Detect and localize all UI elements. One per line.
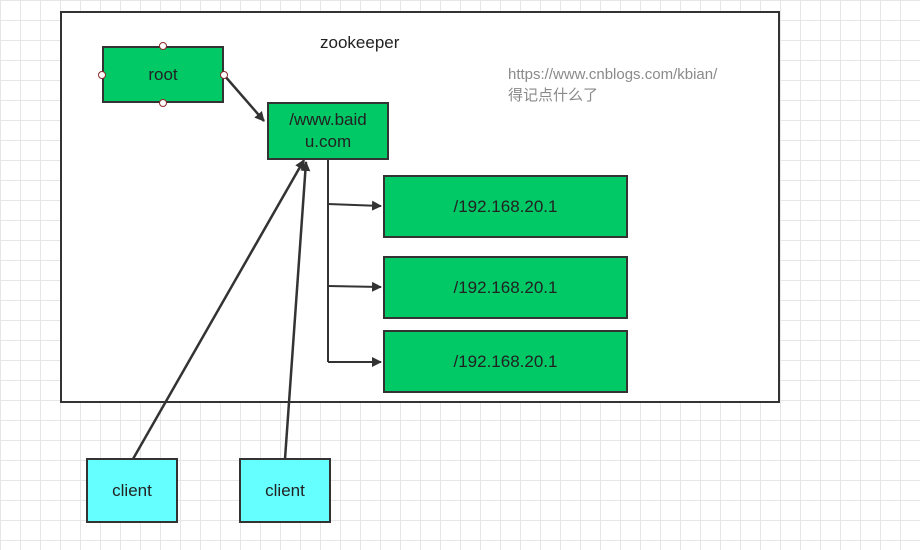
domain-node-label-line1: /www.baid [289, 110, 367, 129]
diagram-title: zookeeper [320, 33, 400, 52]
edge-domain-to-server2 [327, 281, 382, 292]
client-node-2[interactable]: client [239, 458, 331, 523]
edge-client2-to-domain [283, 161, 311, 460]
watermark-url: https://www.cnblogs.com/kbian/ [508, 66, 718, 83]
selection-handle-top[interactable] [159, 42, 167, 50]
server-node-1-label: /192.168.20.1 [453, 196, 558, 216]
root-node[interactable]: root [102, 46, 224, 103]
edge-client1-to-domain [131, 159, 306, 460]
client-node-1[interactable]: client [86, 458, 178, 523]
server-node-1[interactable]: /192.168.20.1 [383, 175, 628, 238]
edge-domain-to-server1 [327, 200, 382, 211]
server-node-3-label: /192.168.20.1 [453, 351, 558, 371]
watermark-caption: 得记点什么了 [508, 87, 599, 104]
selection-handle-bottom[interactable] [159, 99, 167, 107]
root-node-label: root [148, 64, 178, 84]
server-node-2-label: /192.168.20.1 [453, 277, 558, 297]
edge-root-to-domain [223, 74, 265, 122]
watermark: https://www.cnblogs.com/kbian/ 得记点什么了 [508, 64, 717, 106]
domain-node-label-line2: u.com [304, 132, 352, 151]
domain-node[interactable]: /www.baid u.com [267, 102, 389, 160]
selection-handle-right[interactable] [220, 71, 228, 79]
server-node-2[interactable]: /192.168.20.1 [383, 256, 628, 319]
server-node-3[interactable]: /192.168.20.1 [383, 330, 628, 393]
selection-handle-left[interactable] [98, 71, 106, 79]
client-node-2-label: client [265, 480, 305, 500]
client-node-1-label: client [112, 480, 152, 500]
